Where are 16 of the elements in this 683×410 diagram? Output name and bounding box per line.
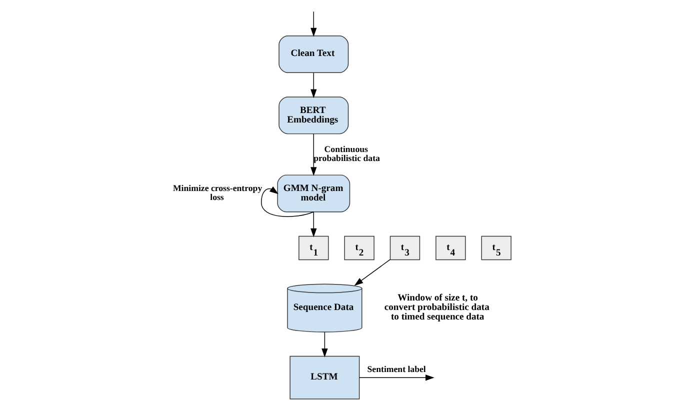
node-box: Clean Text (278, 35, 348, 74)
arrow (354, 259, 390, 286)
arrow (358, 374, 434, 381)
arrow (310, 72, 316, 98)
node-box: GMM N-gram model (276, 174, 350, 212)
arrow (310, 212, 316, 238)
edge-label: Sentiment label (366, 364, 426, 374)
node-box: BERT Embeddings (278, 96, 348, 134)
arrow (310, 11, 316, 37)
node-box: LSTM (289, 356, 360, 400)
edge-label: Continuous probabilistic data (313, 144, 380, 163)
arrow (310, 134, 316, 176)
arrow (321, 332, 328, 358)
label: Window of size t, to convert probabilistic data to timed sequence data (384, 292, 489, 323)
edge-label: Minimize cross-entropy loss (172, 182, 262, 202)
arrow (260, 186, 314, 217)
